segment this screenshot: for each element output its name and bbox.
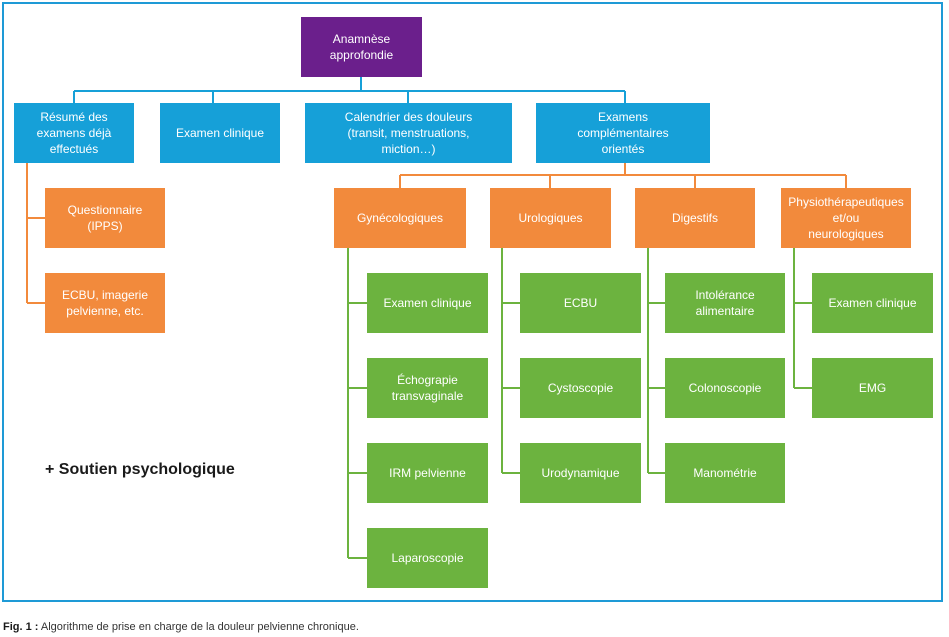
leaf-gyneco-examen-clinique: Examen clinique (367, 273, 488, 333)
diagram-frame (2, 2, 943, 602)
leaf-dig-intolerance: Intolérance alimentaire (665, 273, 785, 333)
node-calendrier-douleurs: Calendrier des douleurs (transit, menstr… (305, 103, 512, 163)
leaf-dig-manometrie: Manométrie (665, 443, 785, 503)
leaf-physio-emg: EMG (812, 358, 933, 418)
node-anamnese: Anamnèse approfondie (301, 17, 422, 77)
node-digestifs: Digestifs (635, 188, 755, 248)
leaf-uro-urodynamique: Urodynamique (520, 443, 641, 503)
node-physiotherapeutiques: Physiothérapeutiques et/ou neurologiques (781, 188, 911, 248)
node-examen-clinique: Examen clinique (160, 103, 280, 163)
caption-prefix: Fig. 1 : (3, 621, 39, 633)
leaf-dig-colonoscopie: Colonoscopie (665, 358, 785, 418)
leaf-uro-ecbu: ECBU (520, 273, 641, 333)
node-resume-examens: Résumé des examens déjà effectués (14, 103, 134, 163)
node-examens-complementaires: Examens complémentaires orientés (536, 103, 710, 163)
node-gynecologiques: Gynécologiques (334, 188, 466, 248)
leaf-gyneco-echographie: Échograpie transvaginale (367, 358, 488, 418)
caption-text: Algorithme de prise en charge de la doul… (38, 621, 359, 633)
soutien-psychologique-label: + Soutien psychologique (45, 461, 235, 478)
figure-caption: Fig. 1 : Algorithme de prise en charge d… (3, 621, 359, 633)
node-urologiques: Urologiques (490, 188, 611, 248)
leaf-uro-cystoscopie: Cystoscopie (520, 358, 641, 418)
node-questionnaire-ipps: Questionnaire (IPPS) (45, 188, 165, 248)
leaf-physio-examen-clinique: Examen clinique (812, 273, 933, 333)
leaf-gyneco-laparoscopie: Laparoscopie (367, 528, 488, 588)
node-ecbu-imagerie: ECBU, imagerie pelvienne, etc. (45, 273, 165, 333)
leaf-gyneco-irm: IRM pelvienne (367, 443, 488, 503)
